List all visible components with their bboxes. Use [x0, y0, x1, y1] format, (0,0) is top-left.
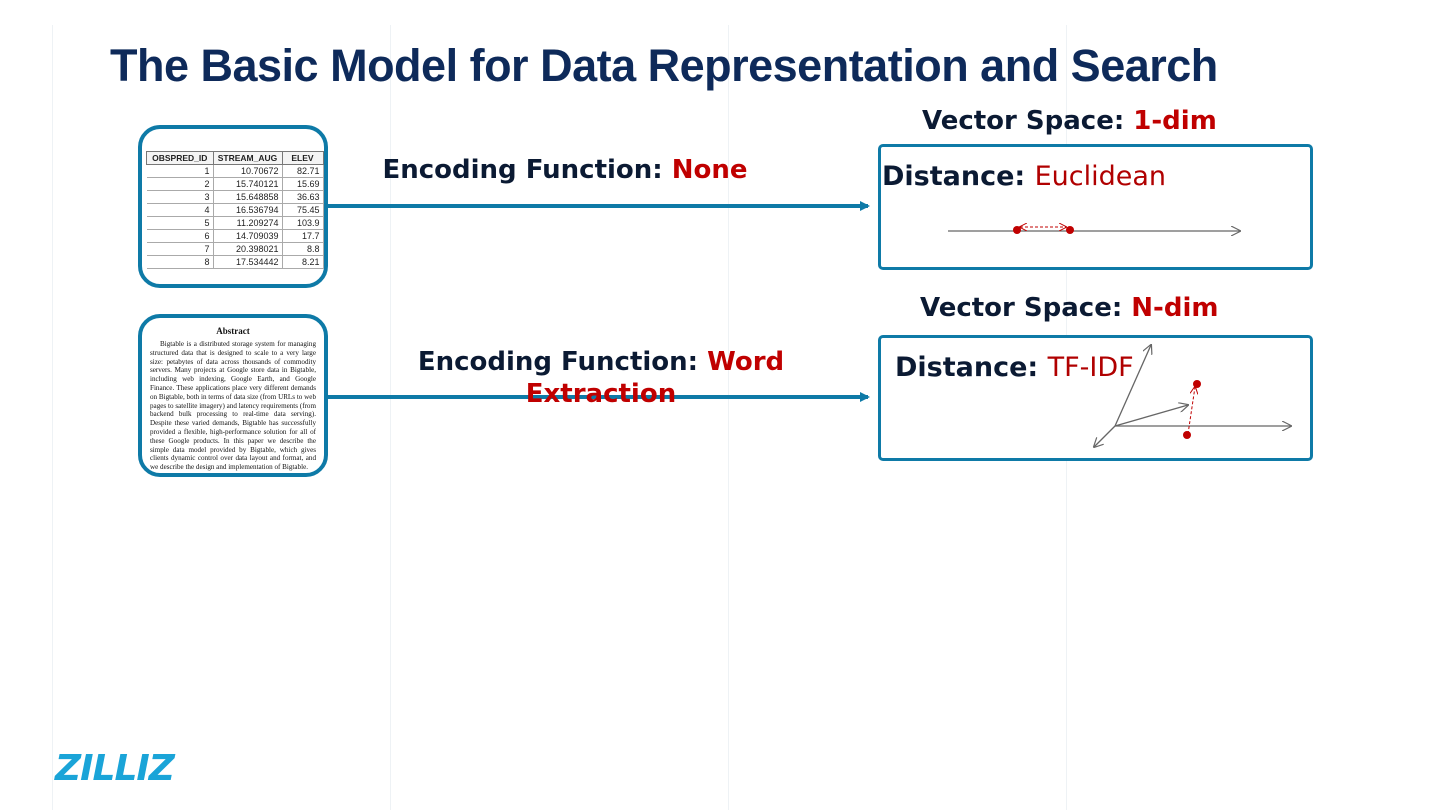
- table-header: STREAM_AUG: [212, 151, 283, 165]
- space-prefix: Vector Space:: [922, 106, 1134, 136]
- vector-space-box-nd: Distance: TF-IDF: [878, 335, 1313, 461]
- cell: 103.9: [282, 216, 324, 230]
- space-prefix: Vector Space:: [920, 293, 1132, 323]
- cell: 16.536794: [213, 203, 283, 217]
- cell: 14.709039: [213, 229, 283, 243]
- cell: 20.398021: [213, 242, 283, 256]
- encoding-prefix: Encoding Function:: [417, 347, 708, 377]
- n-dim-axes-illustration: [878, 335, 1313, 461]
- cell: 1: [146, 164, 214, 178]
- cell: 2: [146, 177, 214, 191]
- vector-space-label-row1: Vector Space: 1-dim: [922, 106, 1217, 136]
- cell: 15.740121: [213, 177, 283, 191]
- cell: 4: [146, 203, 214, 217]
- guide-line: [52, 25, 53, 810]
- vector-space-label-row2: Vector Space: N-dim: [920, 293, 1218, 323]
- encoding-value: Word Extraction: [525, 347, 785, 409]
- encoding-value: None: [671, 155, 748, 185]
- cell: 7: [146, 242, 214, 256]
- slide-title: The Basic Model for Data Representation …: [110, 40, 1218, 91]
- abstract-text: Bigtable is a distributed storage system…: [150, 340, 316, 472]
- cell: 17.534442: [213, 255, 283, 269]
- guide-line: [390, 25, 391, 810]
- one-dim-axis-illustration: [948, 144, 1313, 270]
- table-header: OBSPRED_ID: [146, 151, 214, 165]
- unstructured-data-card: Abstract Bigtable is a distributed stora…: [138, 314, 328, 477]
- cell: 82.71: [282, 164, 324, 178]
- cell: 8: [146, 255, 214, 269]
- cell: 8.8: [282, 242, 324, 256]
- distance-prefix: Distance:: [895, 352, 1048, 383]
- encoding-label-row2: Encoding Function: Word Extraction: [396, 346, 806, 410]
- space-value: 1-dim: [1133, 106, 1217, 136]
- vector-space-box-1d: Distance: Euclidean: [878, 144, 1313, 270]
- cell: 8.21: [282, 255, 324, 269]
- distance-label-row2: Distance: TF-IDF: [895, 352, 1134, 383]
- cell: 75.45: [282, 203, 324, 217]
- distance-label-row1: Distance: Euclidean: [882, 161, 1166, 192]
- cell: 36.63: [282, 190, 324, 204]
- encoding-label-row1: Encoding Function: None: [360, 154, 770, 186]
- cell: 6: [146, 229, 214, 243]
- cell: 17.7: [282, 229, 324, 243]
- distance-prefix: Distance:: [882, 161, 1035, 192]
- cell: 11.209274: [213, 216, 283, 230]
- encoding-prefix: Encoding Function:: [382, 155, 672, 185]
- guide-line: [728, 25, 729, 810]
- table-header: ELEV: [281, 151, 324, 165]
- cell: 15.648858: [213, 190, 283, 204]
- distance-value: Euclidean: [1034, 161, 1167, 192]
- cell: 3: [146, 190, 214, 204]
- space-value: N-dim: [1131, 293, 1219, 323]
- cell: 5: [146, 216, 214, 230]
- cell: 10.70672: [213, 164, 283, 178]
- cell: 15.69: [282, 177, 324, 191]
- distance-value: TF-IDF: [1047, 352, 1134, 383]
- abstract-title: Abstract: [216, 326, 250, 336]
- zilliz-logo: ZILLIZ: [55, 748, 175, 789]
